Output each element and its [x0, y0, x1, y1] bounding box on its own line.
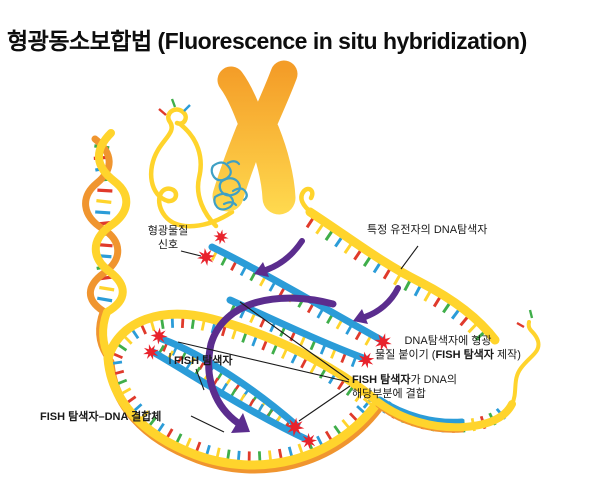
dna-loop — [103, 309, 385, 474]
gene-probe-base-pairs — [305, 217, 486, 341]
left-dna-helix — [82, 129, 131, 361]
loop-top-base-pairs — [113, 318, 371, 409]
process-arrow-3-head — [231, 413, 250, 433]
probe-dna-complex-label: FISH 탐색자–DNA 결합체 — [40, 411, 162, 423]
chromatin-coil — [210, 160, 248, 211]
dna-tail-helix — [374, 309, 541, 433]
gene-probe-label: 특정 유전자의 DNA탐색자 — [367, 224, 488, 236]
process-arrows — [205, 238, 401, 433]
process-arrow-1 — [263, 238, 305, 273]
fluorescent-signal-label: 형광물질 신호 — [147, 225, 189, 252]
tail-tip-base-ticks — [516, 309, 534, 329]
process-arrow-2-head — [353, 309, 368, 324]
probe-binding-label: FISH 탐색자가 DNA의 해당부분에 결합 — [352, 374, 458, 401]
page-title: 형광동소보합법 (Fluorescence in situ hybridizat… — [7, 28, 527, 55]
attach-fluor-label: DNA탐색자에 형광 물질 붙이기 (FISH 탐색자 제작) — [375, 335, 521, 362]
fish-probe-label: FISH 탐색자 — [174, 355, 233, 367]
gene-probe-strand — [299, 186, 500, 345]
unwound-chromatin-strand — [149, 98, 235, 229]
process-arrow-3 — [205, 294, 337, 427]
loop-bottom-base-pairs — [112, 360, 372, 461]
signal-star — [212, 228, 230, 246]
process-arrow-1-head — [254, 262, 269, 277]
leader-lines — [169, 245, 419, 433]
unwound-strand-base-ticks — [158, 98, 191, 116]
bound-fish-probes — [149, 335, 312, 444]
process-arrow-2 — [362, 285, 401, 320]
